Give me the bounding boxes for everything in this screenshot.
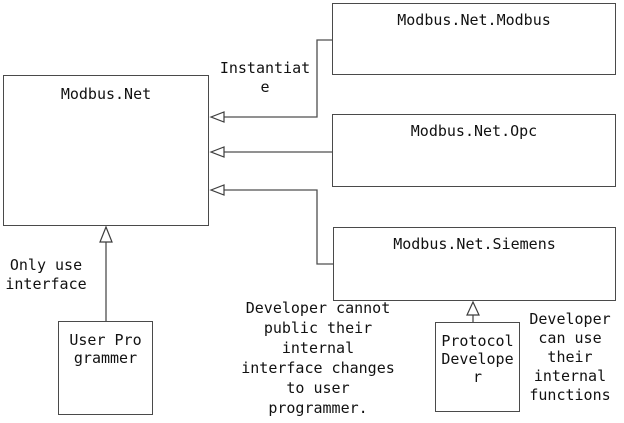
box-label: Modbus.Net.Opc: [410, 122, 538, 140]
box-protocol-developer: Protocol Developer: [435, 322, 520, 412]
annotation-developer-can-use: Developer can use their internal functio…: [529, 310, 611, 404]
open-arrowhead-up-icon: [99, 225, 113, 243]
annotation-instantiate: Instantiate: [219, 59, 311, 96]
box-label: User Programmer: [69, 331, 142, 367]
box-modbus-net-siemens: Modbus.Net.Siemens: [333, 227, 616, 301]
annotation-developer-cannot: Developer cannot public their internal i…: [241, 299, 395, 417]
open-arrowhead-left-icon: [209, 184, 225, 196]
arrow-user-to-net: [99, 225, 113, 321]
box-modbus-net: Modbus.Net: [3, 75, 209, 226]
arrow-modbus-to-net: [209, 39, 332, 123]
box-label: Modbus.Net: [60, 85, 152, 103]
box-modbus-net-opc: Modbus.Net.Opc: [332, 114, 616, 187]
arrow-opc-to-net: [209, 146, 332, 158]
arrow-siemens-to-net: [209, 184, 333, 265]
box-label: Modbus.Net.Siemens: [393, 235, 556, 253]
arrow-protocol-to-siemens: [466, 300, 480, 322]
box-modbus-net-modbus: Modbus.Net.Modbus: [332, 3, 616, 75]
open-arrowhead-up-icon: [466, 300, 480, 316]
open-arrowhead-left-icon: [209, 146, 225, 158]
box-user-programmer: User Programmer: [58, 321, 153, 415]
box-label: Modbus.Net.Modbus: [397, 11, 551, 29]
annotation-only-use-interface: Only use interface: [5, 256, 87, 293]
box-label: Protocol Developer: [441, 332, 514, 386]
open-arrowhead-left-icon: [209, 111, 225, 123]
